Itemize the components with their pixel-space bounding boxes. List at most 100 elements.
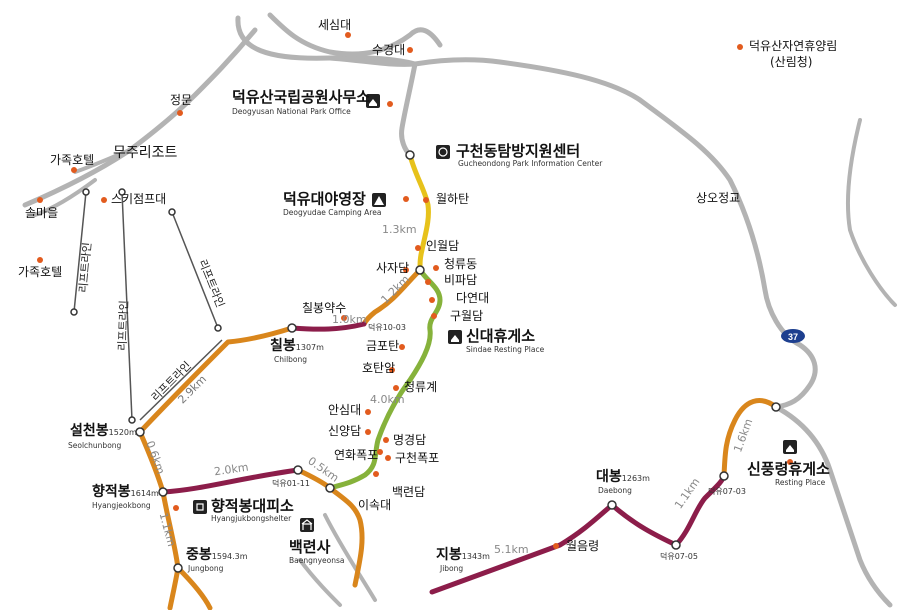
jibong-elev: 1343m <box>461 552 490 561</box>
label-park-office-en: Deogyusan National Park Office <box>232 107 351 116</box>
baengnyeonsa-temple-glyph <box>301 519 313 530</box>
node-lift-a-top <box>82 188 90 196</box>
distance-5-1: 5.1km <box>494 543 529 556</box>
dot-hotanam <box>389 367 395 373</box>
label-hyangjeok: 향적봉1614m <box>92 485 159 499</box>
hyangjeok-elev: 1614m <box>130 489 159 498</box>
trail-orange-west <box>137 325 295 435</box>
label-ansimdae: 안심대 <box>328 403 362 417</box>
label-guwoldam: 구월담 <box>450 309 484 323</box>
dot-camping <box>403 196 409 202</box>
dot-ansimdae <box>365 409 371 415</box>
trail-maroon-chilbong <box>289 321 367 332</box>
lift-line-d <box>139 339 223 421</box>
label-daebong: 대봉1263m <box>596 470 650 484</box>
node-jungbong <box>173 563 183 573</box>
dot-yeonhwa-falls <box>377 449 383 455</box>
road-northeast <box>846 118 897 307</box>
park-office-house-glyph <box>369 99 377 106</box>
label-jungbong: 중봉1594.3m <box>186 548 248 562</box>
lift-label-b: 리프트라인 <box>115 299 131 352</box>
camping-tent-glyph <box>374 196 384 205</box>
highway-badge: 37 <box>781 329 805 343</box>
road-west <box>327 55 418 67</box>
trail-orange-baengnyeon <box>327 485 365 588</box>
label-jibong-en: Jibong <box>440 564 464 573</box>
node-sinpungryeong <box>771 402 781 412</box>
highway-number: 37 <box>788 332 798 342</box>
label-inwoldam: 인월담 <box>426 239 460 253</box>
label-solmaeul: 솔마을 <box>25 206 59 220</box>
dot-sinpungryeong <box>787 459 793 465</box>
seolcheon-elev: 1520m <box>108 428 137 437</box>
dot-cheongnyugye <box>393 385 399 391</box>
label-baengnyeonsa-ko: 백련사 <box>289 538 331 556</box>
sinpungryeong-house-glyph <box>786 445 794 452</box>
label-jungbong-en: Jungbong <box>188 564 224 573</box>
label-park-office-ko: 덕유산국립공원사무소 <box>232 88 371 106</box>
trail-orange-ext <box>175 565 213 610</box>
label-woreumnyeong: 월음령 <box>566 539 600 553</box>
label-recreation-forest: 덕유산자연휴양림 <box>749 39 838 53</box>
label-family-hotel-1: 가족호텔 <box>50 153 95 167</box>
road-main <box>235 15 418 158</box>
trail-orange-seolcheon <box>137 429 166 495</box>
trail-code-10-03: 덕유10-03 <box>368 323 406 332</box>
dot-inwoldam <box>415 245 421 251</box>
label-baengnyeonsa-en: Baengnyeonsa <box>289 556 345 565</box>
node-baengnyeonsa <box>325 483 335 493</box>
dot-sajadam <box>403 267 409 273</box>
label-myeonggyeongdam: 명경담 <box>393 433 427 447</box>
trail-code-07-05: 덕유07-05 <box>660 552 698 561</box>
label-jibong: 지봉1343m <box>436 548 490 562</box>
label-jeongmun: 정문 <box>170 93 193 107</box>
node-daebong <box>607 500 617 510</box>
daebong-elev: 1263m <box>621 474 650 483</box>
label-baengnyeondam: 백련담 <box>392 485 426 499</box>
trail-maroon-hyangjeok <box>160 467 301 495</box>
dot-chilbong-spring <box>341 315 347 321</box>
distance-1-0: 1.0km <box>332 313 367 326</box>
label-cheongnyugye: 청류계 <box>404 380 438 394</box>
road-muju-resort <box>22 27 258 208</box>
info-center-glyph <box>438 147 448 157</box>
label-yeonhwa-falls: 연화폭포 <box>334 448 379 462</box>
dot-woreumnyeong <box>553 543 559 549</box>
dot-recreation-forest <box>737 44 743 50</box>
lift-lines <box>73 191 223 421</box>
label-hotanam: 호탄암 <box>362 361 396 375</box>
trail-green <box>327 267 443 491</box>
dot-jeongmun <box>177 110 183 116</box>
dot-wolhatan <box>423 197 429 203</box>
dot-cheongnyudong <box>433 265 439 271</box>
label-ski-area: 스키점프대 <box>111 192 167 206</box>
trails <box>137 152 779 610</box>
trail-code-07-03: 덕유07-03 <box>708 487 746 496</box>
label-info-center-ko: 구천동탐방지원센터 <box>456 142 581 160</box>
trail-code-01-11: 덕유01-11 <box>272 479 310 488</box>
dot-bipadam <box>425 279 431 285</box>
label-daebong-en: Daebong <box>598 486 632 495</box>
label-isokdae: 이속대 <box>358 498 392 512</box>
dot-hyangjeok-shelter <box>173 505 179 511</box>
label-info-center-en: Gucheondong Park Information Center <box>458 159 603 168</box>
label-cheongnyudong: 청류동 <box>444 257 478 271</box>
road-bottom-left <box>323 513 377 602</box>
dot-ski <box>101 197 107 203</box>
node-lift-a-bot <box>70 308 78 316</box>
label-bipadam: 비파담 <box>444 273 478 287</box>
label-seolcheon-en: Seolchunbong <box>68 441 122 450</box>
dot-dayeondae <box>429 297 435 303</box>
distance-4-0: 4.0km <box>370 393 405 406</box>
label-sugyeongdae: 수경대 <box>372 43 406 57</box>
road-east <box>412 57 818 410</box>
node-lift-c-top <box>168 208 176 216</box>
seolcheon-name: 설천봉 <box>70 423 109 439</box>
trail-orange-north <box>361 267 423 327</box>
node-code-07-05 <box>671 540 681 550</box>
road-resort-spur2 <box>33 178 97 217</box>
junction-nodes <box>70 150 781 573</box>
road-bottom-spur <box>298 558 342 607</box>
node-lift-b-top <box>118 188 126 196</box>
jibong-name: 지봉 <box>436 547 462 563</box>
